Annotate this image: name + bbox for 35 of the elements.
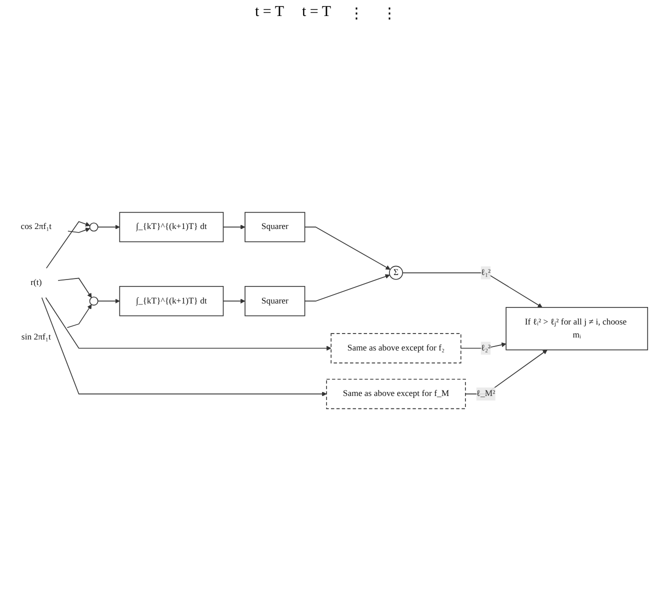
node-circle: [89, 223, 98, 232]
annotation-text: ⋮: [382, 5, 398, 23]
node-box: If ℓᵢ² > ℓⱼ² for all j ≠ i, choose mᵢ: [506, 307, 648, 351]
edge-label: ℓ₂²: [480, 344, 491, 354]
node-box: Same as above except for f_M: [326, 379, 466, 410]
node-circle: [89, 297, 98, 306]
node-text: cos 2πf₁t: [20, 222, 52, 232]
node-text: sin 2πf₁t: [21, 332, 51, 342]
arrow: [460, 342, 506, 350]
node-text: r(t): [30, 278, 42, 288]
arrow: [68, 228, 90, 234]
arrow: [465, 350, 548, 395]
arrow: [304, 274, 390, 302]
arrow: [66, 304, 92, 328]
arrow: [222, 225, 246, 230]
arrow: [304, 227, 390, 270]
edge-label: ℓ₁²: [480, 268, 491, 278]
edge-label: ℓ_M²: [476, 390, 496, 399]
node-box: Squarer: [244, 212, 306, 243]
annotation-text: ⋮: [349, 5, 364, 23]
node-box: ∫_{kT}^{(k+1)T} dt: [119, 212, 224, 243]
arrow: [46, 222, 90, 270]
node-circle: Σ: [388, 266, 404, 280]
node-box: Squarer: [244, 286, 306, 317]
annotation-text: t = T: [302, 4, 332, 22]
arrow: [97, 225, 120, 230]
arrow: [97, 299, 120, 304]
arrow: [402, 272, 542, 308]
arrow: [222, 299, 246, 304]
node-box: ∫_{kT}^{(k+1)T} dt: [119, 286, 224, 317]
annotation-text: t = T: [254, 4, 284, 22]
node-box: Same as above except for f₂: [330, 334, 462, 364]
arrow: [45, 298, 332, 352]
arrow: [58, 278, 92, 298]
arrow: [41, 298, 327, 397]
